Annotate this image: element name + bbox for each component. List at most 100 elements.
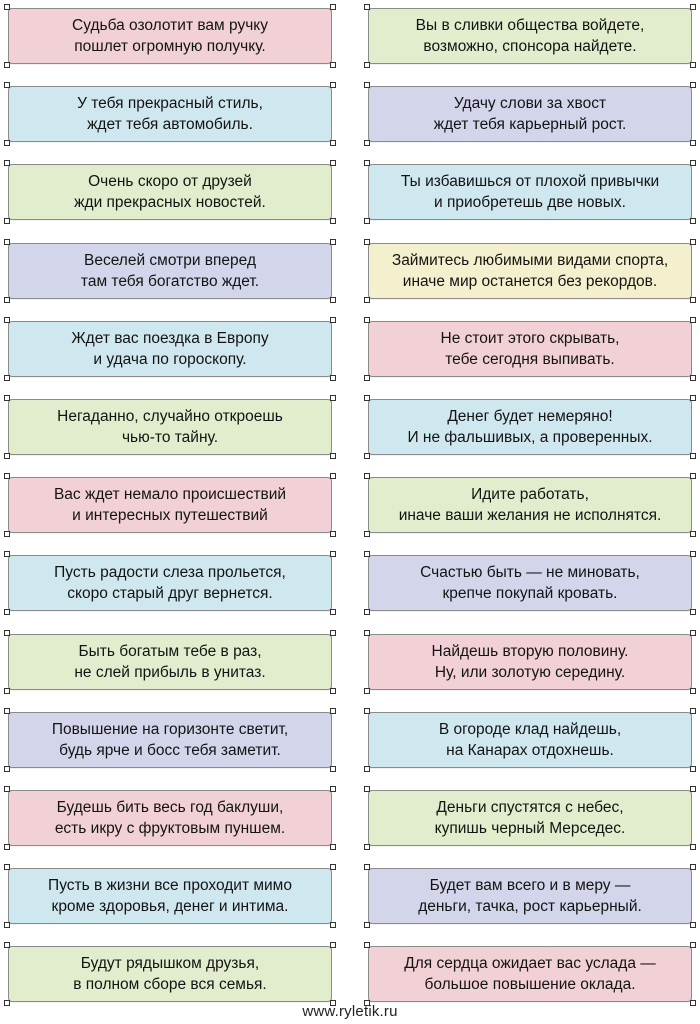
corner-handle-tr xyxy=(330,630,336,636)
fortune-card-text: Деньги спустятся с небес, купишь черный … xyxy=(434,799,626,837)
corner-handle-bl xyxy=(4,140,10,146)
site-footer[interactable]: www.ryletik.ru xyxy=(302,1003,398,1020)
corner-handle-bl xyxy=(364,531,370,537)
corner-handle-tl xyxy=(4,160,10,166)
corner-handle-tl xyxy=(4,551,10,557)
fortune-card-slot: Займитесь любимыми видами спорта, иначе … xyxy=(364,239,696,303)
fortune-card-text: Счастью быть — не миновать, крепче покуп… xyxy=(420,564,640,602)
corner-handle-bl xyxy=(364,297,370,303)
corner-handle-br xyxy=(690,609,696,615)
fortune-card: Очень скоро от друзей жди прекрасных нов… xyxy=(8,164,332,220)
corner-handle-bl xyxy=(364,218,370,224)
corner-handle-tl xyxy=(364,942,370,948)
corner-handle-br xyxy=(330,531,336,537)
corner-handle-tl xyxy=(4,473,10,479)
fortune-card-slot: Ты избавишься от плохой привычки и приоб… xyxy=(364,160,696,224)
fortune-card-text: Вас ждет немало происшествий и интересны… xyxy=(53,486,287,524)
corner-handle-tl xyxy=(364,239,370,245)
fortune-card-text: Ждет вас поездка в Европу и удача по гор… xyxy=(71,330,269,368)
fortune-card-text: Займитесь любимыми видами спорта, иначе … xyxy=(391,252,669,290)
fortune-card: Счастью быть — не миновать, крепче покуп… xyxy=(368,555,692,611)
corner-handle-tl xyxy=(4,786,10,792)
corner-handle-tr xyxy=(330,551,336,557)
corner-handle-tl xyxy=(364,160,370,166)
fortune-card: Будут рядышком друзья, в полном сборе вс… xyxy=(8,946,332,1002)
fortune-cards-grid: Судьба озолотит вам ручку пошлет огромну… xyxy=(4,4,696,1006)
fortune-card-text: У тебя прекрасный стиль, ждет тебя автом… xyxy=(77,95,263,133)
fortune-card: Ты избавишься от плохой привычки и приоб… xyxy=(368,164,692,220)
corner-handle-tr xyxy=(330,239,336,245)
corner-handle-br xyxy=(690,531,696,537)
corner-handle-br xyxy=(330,1000,336,1006)
fortune-card: Денег будет немеряно! И не фальшивых, а … xyxy=(368,399,692,455)
corner-handle-tr xyxy=(690,551,696,557)
fortune-card-text: Будешь бить весь год баклуши, есть икру … xyxy=(54,799,286,837)
corner-handle-tl xyxy=(364,395,370,401)
fortune-card-text: Будут рядышком друзья, в полном сборе вс… xyxy=(73,955,267,993)
fortune-card: Вы в сливки общества войдете, возможно, … xyxy=(368,8,692,64)
corner-handle-bl xyxy=(4,453,10,459)
corner-handle-tr xyxy=(690,160,696,166)
corner-handle-br xyxy=(330,62,336,68)
corner-handle-br xyxy=(330,375,336,381)
corner-handle-bl xyxy=(364,1000,370,1006)
corner-handle-bl xyxy=(364,140,370,146)
fortune-card-slot: Негаданно, случайно откроешь чью-то тайн… xyxy=(4,395,336,459)
corner-handle-br xyxy=(330,844,336,850)
corner-handle-br xyxy=(690,922,696,928)
corner-handle-tr xyxy=(690,82,696,88)
fortune-card-text: Идите работать, иначе ваши желания не ис… xyxy=(398,486,662,524)
fortune-card: Повышение на горизонте светит, будь ярче… xyxy=(8,712,332,768)
fortune-card-slot: Для сердца ожидает вас услада — большое … xyxy=(364,942,696,1006)
corner-handle-bl xyxy=(364,766,370,772)
fortune-card-slot: Денег будет немеряно! И не фальшивых, а … xyxy=(364,395,696,459)
fortune-card-text: В огороде клад найдешь, на Канарах отдох… xyxy=(438,721,622,759)
corner-handle-br xyxy=(690,453,696,459)
fortune-card: В огороде клад найдешь, на Канарах отдох… xyxy=(368,712,692,768)
corner-handle-bl xyxy=(4,297,10,303)
corner-handle-tr xyxy=(690,864,696,870)
fortune-card: Ждет вас поездка в Европу и удача по гор… xyxy=(8,321,332,377)
fortune-card: Будешь бить весь год баклуши, есть икру … xyxy=(8,790,332,846)
corner-handle-tl xyxy=(4,4,10,10)
fortune-card: Деньги спустятся с небес, купишь черный … xyxy=(368,790,692,846)
corner-handle-br xyxy=(330,140,336,146)
corner-handle-bl xyxy=(4,922,10,928)
corner-handle-tl xyxy=(364,864,370,870)
corner-handle-tr xyxy=(330,786,336,792)
fortune-card: Пусть радости слеза прольется, скоро ста… xyxy=(8,555,332,611)
corner-handle-bl xyxy=(4,531,10,537)
corner-handle-br xyxy=(330,297,336,303)
fortune-card-text: Денег будет немеряно! И не фальшивых, а … xyxy=(407,408,653,446)
corner-handle-tr xyxy=(330,395,336,401)
fortune-card: У тебя прекрасный стиль, ждет тебя автом… xyxy=(8,86,332,142)
corner-handle-tr xyxy=(330,708,336,714)
fortune-card-text: Будет вам всего и в меру — деньги, тачка… xyxy=(418,877,642,915)
corner-handle-tl xyxy=(364,630,370,636)
corner-handle-bl xyxy=(4,766,10,772)
corner-handle-tl xyxy=(4,239,10,245)
corner-handle-tr xyxy=(330,160,336,166)
corner-handle-bl xyxy=(4,218,10,224)
corner-handle-tr xyxy=(330,864,336,870)
fortune-card-slot: Веселей смотри вперед там тебя богатство… xyxy=(4,239,336,303)
corner-handle-br xyxy=(330,688,336,694)
fortune-card-slot: Будут рядышком друзья, в полном сборе вс… xyxy=(4,942,336,1006)
corner-handle-tr xyxy=(690,786,696,792)
fortune-card-text: Повышение на горизонте светит, будь ярче… xyxy=(51,721,289,759)
corner-handle-br xyxy=(690,688,696,694)
fortune-card-slot: Счастью быть — не миновать, крепче покуп… xyxy=(364,551,696,615)
corner-handle-bl xyxy=(364,922,370,928)
corner-handle-tr xyxy=(330,473,336,479)
corner-handle-bl xyxy=(364,688,370,694)
corner-handle-tl xyxy=(4,942,10,948)
corner-handle-tr xyxy=(330,4,336,10)
fortune-card-slot: Вы в сливки общества войдете, возможно, … xyxy=(364,4,696,68)
corner-handle-bl xyxy=(4,844,10,850)
fortune-card: Судьба озолотит вам ручку пошлет огромну… xyxy=(8,8,332,64)
fortune-card-text: Негаданно, случайно откроешь чью-то тайн… xyxy=(57,408,283,446)
fortune-card-slot: Будет вам всего и в меру — деньги, тачка… xyxy=(364,864,696,928)
corner-handle-tr xyxy=(330,942,336,948)
corner-handle-br xyxy=(690,218,696,224)
corner-handle-bl xyxy=(364,62,370,68)
